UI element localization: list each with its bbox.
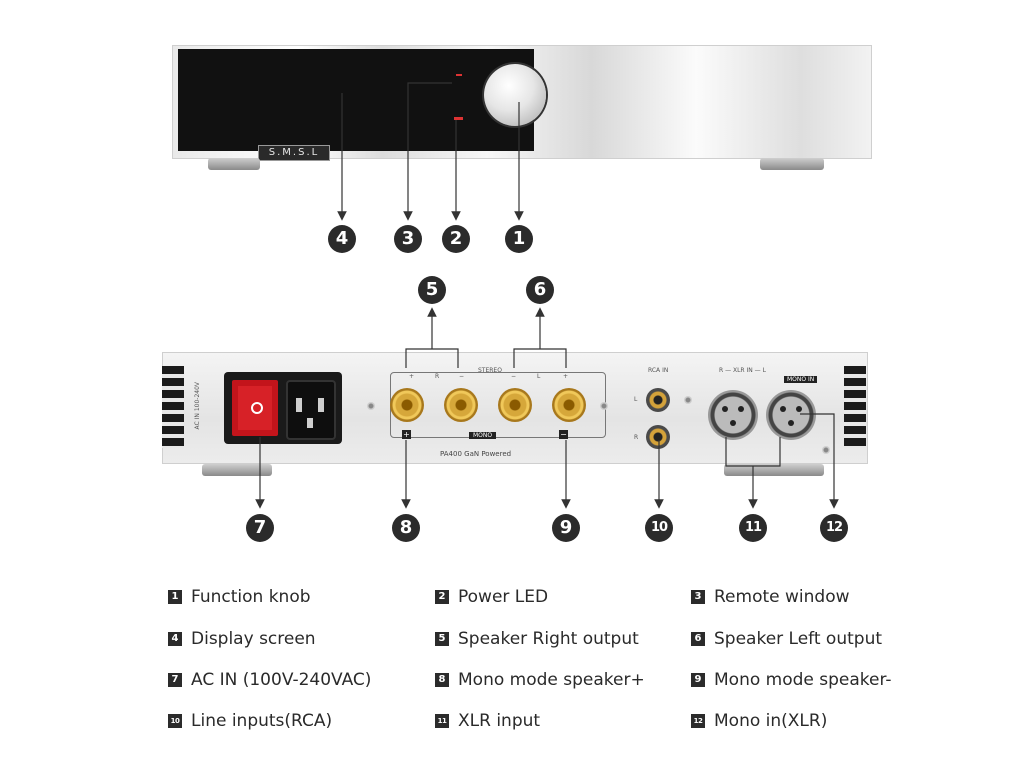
legend-text: XLR input [458,711,541,731]
xlr-input-left-mono [766,390,816,440]
legend-number: 6 [691,632,705,646]
mono-label: MONO [469,432,497,439]
speaker-left-minus-terminal [498,388,532,422]
callout-3: 3 [394,225,422,253]
power-led [454,117,463,120]
rca-input-right [646,425,670,449]
remote-window [456,74,462,76]
mono-in-label: MONO IN [784,376,818,383]
function-knob [484,64,546,126]
back-foot-right [724,464,824,476]
legend-number: 7 [168,673,182,687]
legend-item-7: 7 AC IN (100V-240VAC) [168,670,371,690]
legend-number: 8 [435,673,449,687]
xlr-input-right [708,390,758,440]
legend-item-9: 9 Mono mode speaker- [691,670,892,690]
l-label: L [537,373,541,380]
back-foot-left [202,464,272,476]
callout-6: 6 [526,276,554,304]
legend-number: 2 [435,590,449,604]
callout-1: 1 [505,225,533,253]
front-foot-right [760,158,824,170]
ac-inlet-module [224,372,342,444]
display-screen [178,49,534,151]
legend-item-10: 10 Line inputs(RCA) [168,711,332,731]
screw [367,402,375,410]
legend-text: Speaker Right output [458,629,639,649]
mono-minus-marker: − [559,430,568,439]
model-label: PA400 GaN Powered [440,450,512,458]
legend-number: 12 [691,714,705,728]
screw [822,446,830,454]
power-switch [232,380,278,436]
legend-item-8: 8 Mono mode speaker+ [435,670,645,690]
legend-number: 1 [168,590,182,604]
legend-item-12: 12 Mono in(XLR) [691,711,827,731]
rca-in-label: RCA IN [648,367,669,374]
heatsink-right [844,366,866,448]
stereo-label: STEREO [478,367,502,374]
legend-text: AC IN (100V-240VAC) [191,670,372,690]
legend-number: 11 [435,714,449,728]
legend-text: Function knob [191,587,311,607]
legend-item-11: 11 XLR input [435,711,540,731]
rca-input-left [646,388,670,412]
iec-power-socket [286,380,336,440]
legend-number: 10 [168,714,182,728]
legend-text: Remote window [714,587,850,607]
heatsink-left [162,366,184,448]
xlr-in-label: R — XLR IN — L [719,367,766,374]
legend-item-6: 6 Speaker Left output [691,629,882,649]
r-plus-label: + [409,373,415,380]
callout-2: 2 [442,225,470,253]
power-switch-symbol [251,402,263,414]
speaker-right-minus-terminal [444,388,478,422]
speaker-right-plus-terminal [390,388,424,422]
callout-7: 7 [246,514,274,542]
callout-9: 9 [552,514,580,542]
legend-text: Power LED [458,587,549,607]
speaker-left-plus-terminal [552,388,586,422]
legend-text: Mono mode speaker+ [458,670,645,690]
screw [600,402,608,410]
legend-text: Line inputs(RCA) [191,711,333,731]
callout-4: 4 [328,225,356,253]
r-minus-label: − [459,373,465,380]
legend-text: Mono in(XLR) [714,711,828,731]
callout-12: 12 [820,514,848,542]
rca-l-label: L [634,396,638,403]
callout-5: 5 [418,276,446,304]
legend-item-1: 1 Function knob [168,587,311,607]
legend-item-2: 2 Power LED [435,587,548,607]
front-panel: S.M.S.L [172,45,872,170]
rca-r-label: R [634,434,639,441]
screw [684,396,692,404]
callout-8: 8 [392,514,420,542]
legend-item-5: 5 Speaker Right output [435,629,639,649]
legend-number: 5 [435,632,449,646]
legend-text: Mono mode speaker- [714,670,892,690]
legend-number: 4 [168,632,182,646]
l-plus-label: + [563,373,569,380]
mono-plus-marker: + [402,430,411,439]
callout-11: 11 [739,514,767,542]
back-panel: AC IN 100-240V + R − STEREO − L + + − MO… [162,352,868,476]
r-label: R [435,373,440,380]
legend-text: Speaker Left output [714,629,883,649]
legend-item-3: 3 Remote window [691,587,850,607]
smsl-logo: S.M.S.L [258,145,330,161]
legend-number: 9 [691,673,705,687]
legend-text: Display screen [191,629,316,649]
callout-10: 10 [645,514,673,542]
legend-item-4: 4 Display screen [168,629,316,649]
legend-number: 3 [691,590,705,604]
l-minus-label: − [511,373,517,380]
front-foot-left [208,158,260,170]
